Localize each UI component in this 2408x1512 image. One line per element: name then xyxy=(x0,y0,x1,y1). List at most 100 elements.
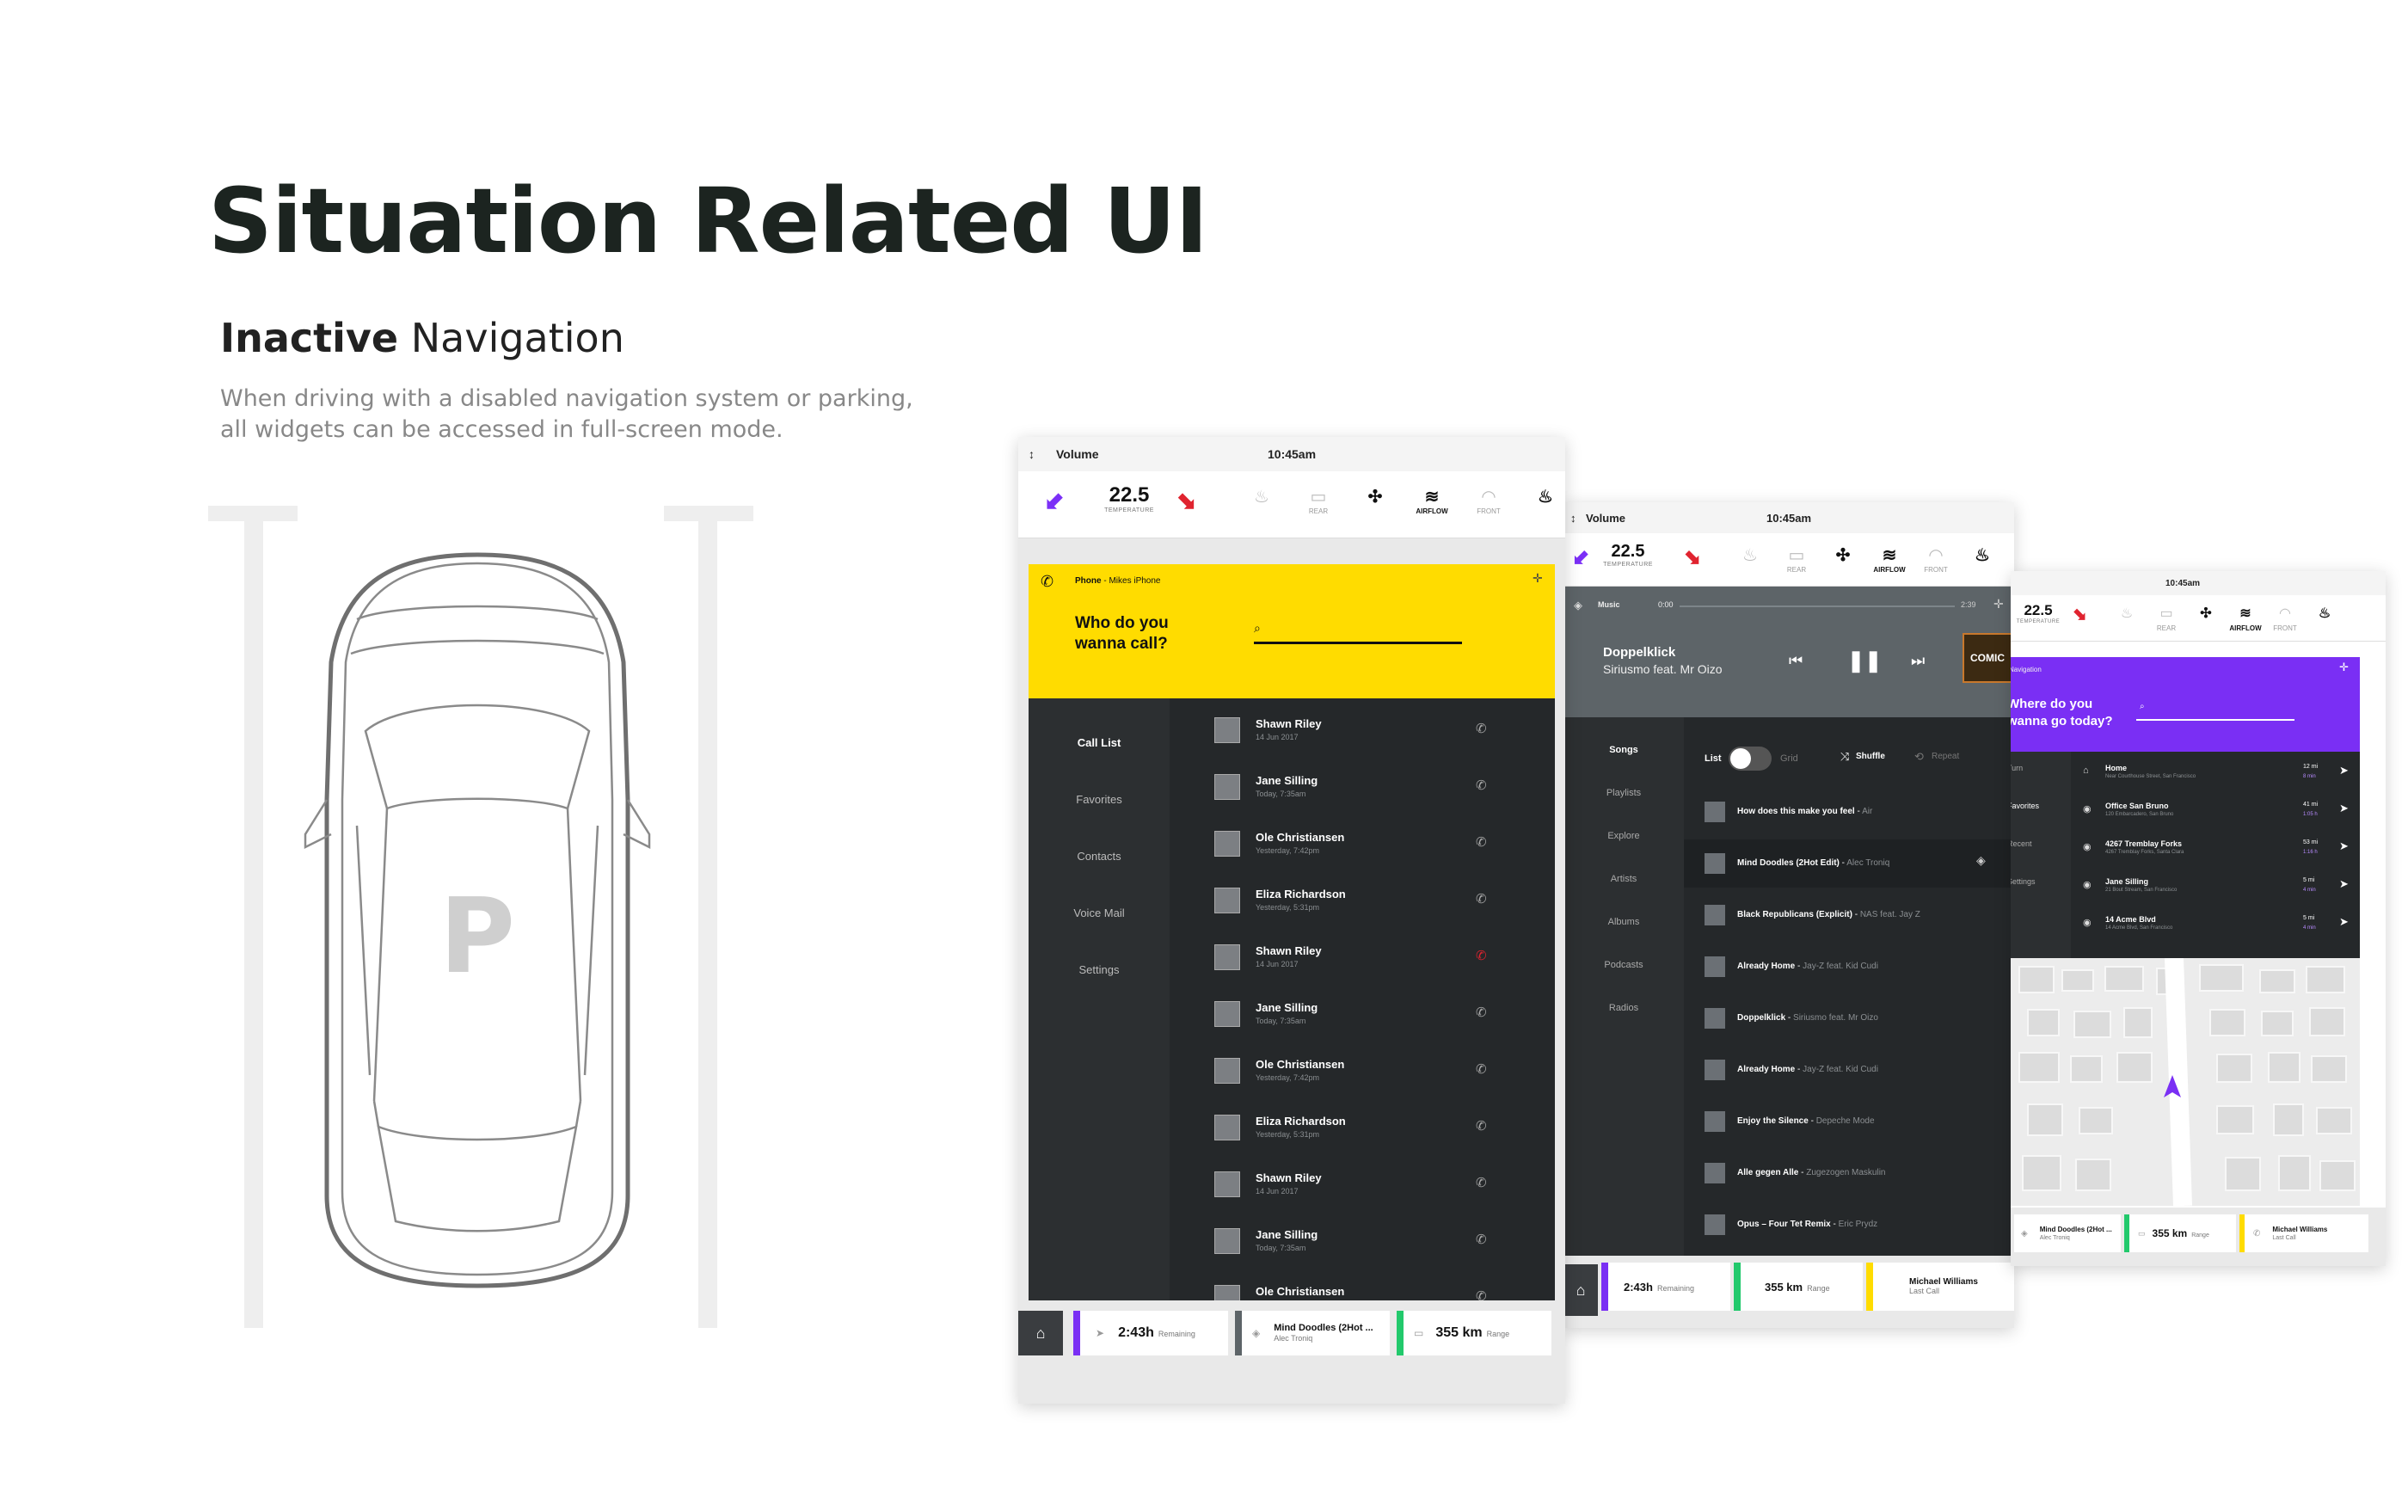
music-nav-item[interactable]: Artists xyxy=(1610,874,1637,884)
music-nav-item[interactable]: Songs xyxy=(1609,745,1638,755)
song-row[interactable]: Already Home - Jay-Z feat. Kid Cudi xyxy=(1684,1046,2014,1094)
expand-icon[interactable]: ✛ xyxy=(2339,661,2349,673)
music-nav-item[interactable]: Radios xyxy=(1608,1003,1639,1013)
call-icon[interactable]: ✆ xyxy=(1476,1289,1487,1300)
view-grid[interactable]: Grid xyxy=(1780,753,1798,764)
airflow-icon[interactable]: ≋AIRFLOW xyxy=(2229,606,2262,632)
call-icon[interactable]: ✆ xyxy=(1476,835,1487,850)
front-defrost-icon[interactable]: ◠FRONT xyxy=(2273,606,2297,632)
expand-icon[interactable]: ✛ xyxy=(1533,571,1543,585)
music-nav-item[interactable]: Podcasts xyxy=(1604,960,1643,970)
repeat-icon[interactable]: ⟲ xyxy=(1914,750,1924,763)
song-row[interactable]: Opus – Four Tet Remix - Eric Prydz xyxy=(1684,1201,2014,1249)
nav-menu-item[interactable]: Turn xyxy=(2011,764,2024,772)
search-input[interactable] xyxy=(1254,642,1462,644)
fan-icon[interactable]: ✣ xyxy=(2200,606,2212,621)
music-nav-item[interactable]: Explore xyxy=(1607,831,1640,841)
expand-icon[interactable]: ✛ xyxy=(1993,597,2004,611)
progress-bar[interactable] xyxy=(1680,605,1955,607)
seat-heat-icon[interactable]: ♨ xyxy=(2120,606,2134,621)
call-icon[interactable]: ✆ xyxy=(1476,722,1487,736)
navigate-icon[interactable]: ➤ xyxy=(2339,915,2349,928)
music-tile[interactable]: ◈Mind Doodles (2Hot ...Alec Troniq xyxy=(1235,1311,1390,1355)
music-nav-item[interactable]: Playlists xyxy=(1606,788,1642,798)
front-defrost-icon[interactable]: ◠FRONT xyxy=(1477,488,1501,515)
pause-icon[interactable]: ❚❚ xyxy=(1847,649,1883,673)
seat-icon[interactable]: ♨ xyxy=(1975,546,1990,565)
rear-defrost-icon[interactable]: ▭REAR xyxy=(1308,488,1329,515)
navigate-icon[interactable]: ➤ xyxy=(2339,839,2349,852)
seat-icon[interactable]: ♨ xyxy=(2318,606,2331,621)
song-row[interactable]: Already Home - Jay-Z feat. Kid Cudi xyxy=(1684,943,2014,991)
nav-menu-item[interactable]: Recent xyxy=(2011,839,2032,848)
previous-icon[interactable]: ⏮ xyxy=(1789,652,1803,669)
nav-menu-item[interactable]: Settings xyxy=(2011,877,2036,886)
shuffle-button[interactable]: Shuffle xyxy=(1856,752,1885,761)
call-icon[interactable]: ✆ xyxy=(1476,1062,1487,1077)
call-icon[interactable]: ✆ xyxy=(1476,1005,1487,1020)
volume-label[interactable]: Volume xyxy=(1586,511,1625,525)
phone-nav-item[interactable]: Voice Mail xyxy=(1073,907,1125,919)
seat-icon[interactable]: ♨ xyxy=(1538,488,1553,507)
navigate-icon[interactable]: ➤ xyxy=(2339,802,2349,814)
nav-menu-item[interactable]: Favorites xyxy=(2011,802,2040,810)
map-view[interactable] xyxy=(2011,958,2360,1206)
seat-heat-icon[interactable]: ♨ xyxy=(1742,546,1758,565)
view-list[interactable]: List xyxy=(1705,753,1722,764)
song-row[interactable]: How does this make you feel - Air xyxy=(1684,788,2014,836)
song-row[interactable]: Enjoy the Silence - Depeche Mode xyxy=(1684,1097,2014,1146)
seat-heat-right-icon[interactable]: ⬊ xyxy=(1684,546,1702,569)
call-icon[interactable]: ✆ xyxy=(1476,1232,1487,1247)
rear-defrost-icon[interactable]: ▭REAR xyxy=(2156,606,2177,632)
front-defrost-icon[interactable]: ◠FRONT xyxy=(1924,546,1948,574)
fan-icon[interactable]: ✣ xyxy=(1835,546,1851,565)
song-row[interactable]: Mind Doodles (2Hot Edit) - Alec Troniq◈ xyxy=(1684,839,2014,888)
rear-defrost-icon[interactable]: ▭REAR xyxy=(1786,546,1807,574)
search-input[interactable] xyxy=(2136,719,2294,721)
view-toggle[interactable] xyxy=(1729,747,1772,771)
repeat-button[interactable]: Repeat xyxy=(1932,752,1960,761)
home-icon[interactable]: ⌂ xyxy=(1018,1311,1063,1355)
home-icon[interactable]: ⌂ xyxy=(1563,1264,1598,1316)
fan-icon[interactable]: ✣ xyxy=(1367,488,1383,507)
missed-call-icon[interactable]: ✆ xyxy=(1476,949,1487,963)
volume-icon[interactable]: ↕ xyxy=(1570,511,1576,525)
phone-nav-item[interactable]: Favorites xyxy=(1076,793,1122,806)
volume-icon[interactable]: ↕ xyxy=(1029,447,1035,461)
call-icon[interactable]: ✆ xyxy=(1476,892,1487,907)
airflow-icon[interactable]: ≋AIRFLOW xyxy=(1416,488,1448,515)
seat-heat-right-icon[interactable]: ⬊ xyxy=(1176,488,1197,514)
next-icon[interactable]: ⏭ xyxy=(1911,652,1926,669)
seat-heat-left-icon[interactable]: ⬋ xyxy=(1044,488,1065,514)
song-row[interactable]: Black Republicans (Explicit) - NAS feat.… xyxy=(1684,891,2014,939)
phone-nav-item[interactable]: Contacts xyxy=(1077,850,1121,863)
seat-heat-icon[interactable]: ♨ xyxy=(1254,488,1269,507)
volume-label[interactable]: Volume xyxy=(1056,447,1099,461)
seat-heat-right-icon[interactable]: ⬊ xyxy=(2073,605,2087,624)
phone-nav-item[interactable]: Settings xyxy=(1078,963,1120,976)
